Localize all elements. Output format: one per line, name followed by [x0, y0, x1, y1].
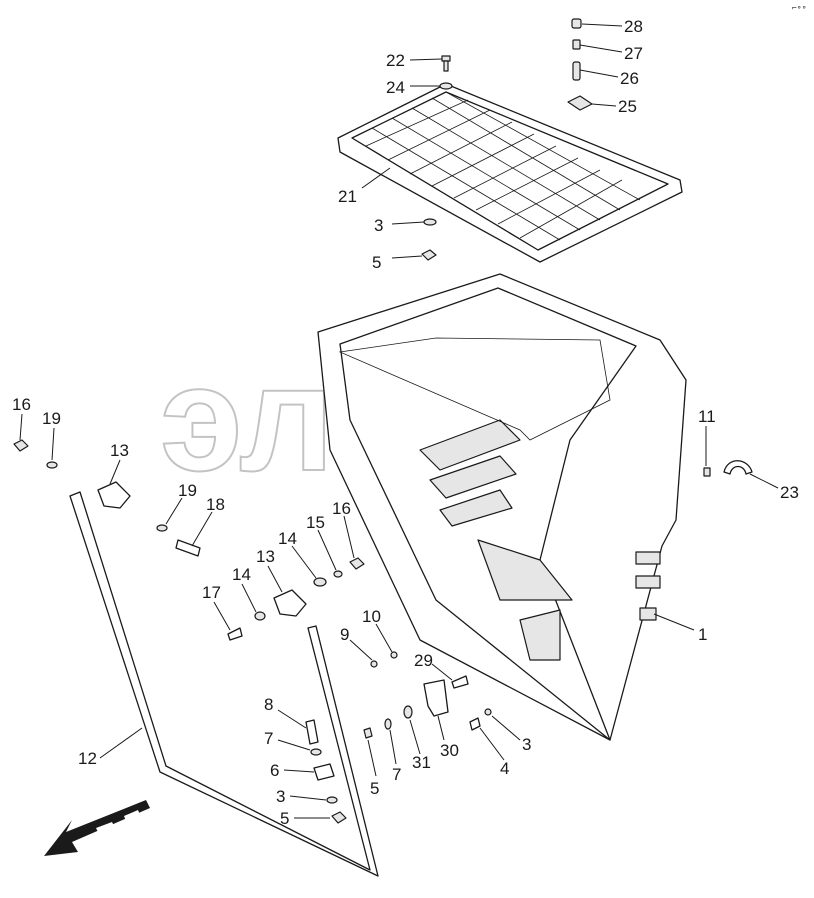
bracket-30	[423, 679, 449, 717]
washer-31	[403, 705, 413, 719]
corner-mark: ⌐∘∘	[792, 3, 807, 12]
handle-23	[723, 460, 753, 475]
nut-5-mid	[363, 727, 373, 739]
callout-30: 30	[440, 741, 459, 760]
leader-lines	[19, 23, 779, 819]
callout-31: 31	[412, 753, 431, 772]
callout-5-top: 5	[372, 253, 381, 272]
callout-3-left: 3	[276, 787, 285, 806]
callout-17: 17	[202, 583, 221, 602]
seal-strip	[69, 491, 379, 877]
callout-15: 15	[306, 513, 325, 532]
callout-13-mid: 13	[256, 547, 275, 566]
callout-6: 6	[270, 761, 279, 780]
callout-5-mid: 5	[370, 779, 379, 798]
washer-19-left	[46, 461, 58, 469]
callout-21: 21	[338, 187, 357, 206]
washer-7-right	[384, 718, 392, 730]
nut-16b	[349, 557, 365, 570]
callout-5-left: 5	[280, 809, 289, 828]
nut-5-top	[421, 249, 437, 261]
callout-7-left: 7	[264, 729, 273, 748]
callout-29: 29	[414, 651, 433, 670]
fastener-3-right	[484, 708, 492, 716]
callout-4: 4	[500, 759, 509, 778]
callout-14-top: 14	[278, 529, 297, 548]
housing	[317, 273, 687, 741]
hinge-13b	[273, 589, 307, 617]
callout-14-bottom: 14	[232, 565, 251, 584]
bolt-18	[175, 539, 201, 557]
direction-arrow-icon	[44, 800, 150, 856]
hinge-13a	[97, 481, 131, 509]
grille-panel	[337, 83, 683, 263]
callout-12: 12	[78, 749, 97, 768]
callout-9: 9	[340, 625, 349, 644]
washer-14a	[313, 577, 327, 587]
bolt-22	[441, 55, 451, 72]
callout-11: 11	[698, 407, 716, 426]
callout-22: 22	[386, 51, 405, 70]
washer-15	[333, 570, 343, 578]
callout-16-left: 16	[12, 395, 31, 414]
callout-16-mid: 16	[332, 499, 351, 518]
callout-19-left: 19	[42, 409, 61, 428]
callout-25: 25	[618, 97, 637, 116]
bracket-25	[567, 95, 593, 111]
bolt-29	[451, 675, 469, 689]
callout-8: 8	[264, 695, 273, 714]
fastener-10	[390, 651, 398, 659]
callout-19-mid: 19	[178, 481, 197, 500]
callout-labels: 28 27 26 25 22 24 21 3 5 16 19 13 19 18 …	[12, 17, 799, 828]
callout-7-right: 7	[392, 765, 401, 784]
callout-18: 18	[206, 495, 225, 514]
washer-3-left	[326, 796, 338, 804]
fastener-28	[571, 18, 582, 29]
latch-6	[313, 763, 335, 781]
callout-28: 28	[624, 17, 643, 36]
fastener-11	[703, 467, 711, 477]
bolt-8	[305, 719, 319, 745]
callout-3-top: 3	[374, 216, 383, 235]
callout-24: 24	[386, 78, 405, 97]
bolt-4	[469, 717, 481, 731]
callout-1: 1	[698, 625, 707, 644]
fastener-27	[572, 39, 581, 50]
fastener-26	[572, 61, 581, 81]
nut-16-left	[13, 439, 29, 452]
callout-23: 23	[780, 483, 799, 502]
washer-7-left	[310, 748, 322, 756]
bolt-17	[227, 627, 243, 641]
fastener-9	[370, 660, 378, 668]
nut-5-left	[331, 811, 347, 824]
callout-27: 27	[624, 44, 643, 63]
washer-3-top	[423, 218, 437, 226]
callout-13-left: 13	[110, 441, 129, 460]
callout-3-right: 3	[522, 735, 531, 754]
callout-10: 10	[362, 607, 381, 626]
callout-26: 26	[620, 69, 639, 88]
washer-24	[439, 82, 453, 90]
washer-14b	[254, 611, 266, 621]
washer-19b	[156, 524, 168, 532]
